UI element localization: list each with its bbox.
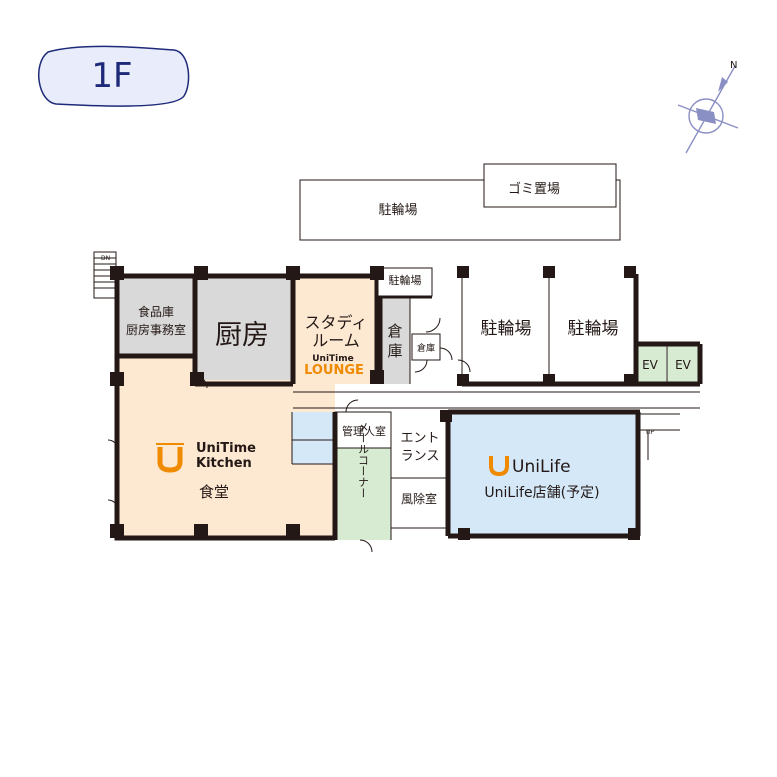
unilife-logo-icon xyxy=(489,456,509,477)
floor-badge-shape xyxy=(38,45,190,107)
mail-corner-area xyxy=(335,448,391,540)
stair-up-label: UP xyxy=(646,429,654,436)
door-icons xyxy=(107,317,471,553)
garbage-label: ゴミ置場 xyxy=(508,181,560,197)
compass-icon: N xyxy=(677,60,739,154)
kitchen-office-label: 厨房事務室 xyxy=(126,322,186,337)
bike-parking-right-2-label: 駐輪場 xyxy=(568,319,619,339)
bike-parking-right-1-label: 駐輪場 xyxy=(481,319,532,339)
study-room-area xyxy=(293,274,377,384)
garbage-area xyxy=(483,163,617,208)
ev2-label: EV xyxy=(675,358,692,372)
kitchen-area xyxy=(195,274,293,384)
stair-dn-label: DN xyxy=(101,255,110,262)
ev1-label: EV xyxy=(642,358,659,372)
store-area xyxy=(448,414,636,534)
storage-big-area xyxy=(380,298,410,384)
ev1-area xyxy=(636,344,666,384)
lounge-word: LOUNGE xyxy=(304,363,364,378)
food-storage-area xyxy=(117,274,195,354)
unilife-logo: UniLife xyxy=(512,457,571,477)
entrance-label-2: ランス xyxy=(401,449,440,464)
compass-north-label: N xyxy=(730,60,737,71)
food-storage-label: 食品庫 xyxy=(138,304,174,319)
bike-parking-small-label: 駐輪場 xyxy=(389,273,422,287)
mail-corner-label: メールコーナー xyxy=(357,422,370,499)
storage-big-label-1: 倉 xyxy=(387,322,402,340)
ev2-area xyxy=(667,344,698,384)
floor-badge: 1F xyxy=(91,56,133,96)
storage-big-label-2: 庫 xyxy=(387,342,402,360)
kitchen-label: 厨房 xyxy=(215,320,269,351)
windbreak-label: 風除室 xyxy=(401,491,437,506)
storage-small-label: 倉庫 xyxy=(417,342,435,354)
bike-parking-top-label: 駐輪場 xyxy=(378,202,417,218)
cafeteria-label: 食堂 xyxy=(199,483,229,501)
cafeteria-brand-2: Kitchen xyxy=(196,456,252,471)
unilife-store-label: UniLife店舗(予定) xyxy=(484,485,599,501)
manager-room-label: 管理人室 xyxy=(342,424,386,438)
cafeteria-brand-1: UniTime xyxy=(196,441,256,456)
unitime-kitchen-logo xyxy=(156,443,184,473)
entrance-label-1: エント xyxy=(400,431,439,446)
study-room-label-2: ルーム xyxy=(312,331,360,350)
lounge-brand: UniTime xyxy=(312,354,354,364)
stairs-icon xyxy=(93,251,649,460)
study-room-label-1: スタディ xyxy=(305,313,368,332)
